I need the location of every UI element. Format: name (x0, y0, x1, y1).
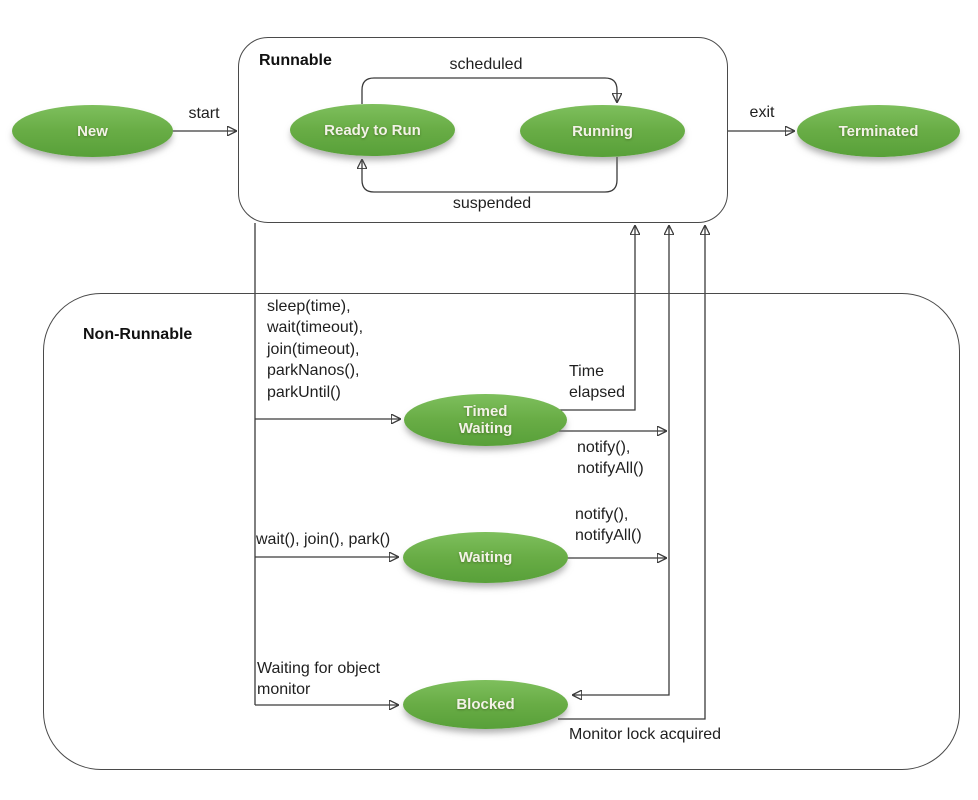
arrow-time-elapsed (556, 226, 635, 411)
line-notify-down-to-blocked (573, 431, 670, 695)
state-ready-to-run-label: Ready to Run (324, 121, 421, 139)
state-terminated: Terminated (797, 105, 960, 157)
arrow-monitor-lock-acquired (558, 226, 705, 720)
transition-label-scheduled: scheduled (449, 56, 523, 73)
state-new-label: New (77, 122, 108, 140)
transition-label-time-elapsed: Time elapsed (569, 363, 626, 401)
arrow-suspended (362, 157, 618, 193)
transition-label-exit: exit (749, 104, 775, 121)
transition-label-to-timed-waiting: sleep(time), wait(timeout), join(timeout… (267, 298, 364, 401)
state-running: Running (520, 105, 685, 157)
state-ready-to-run: Ready to Run (290, 104, 455, 156)
transition-label-to-waiting: wait(), join(), park() (256, 531, 391, 548)
transition-label-waiting-notify: notify(), notifyAll() (575, 506, 642, 544)
state-timed-waiting-label-line1: Timed (463, 403, 508, 420)
transition-label-to-blocked: Waiting for object monitor (257, 660, 381, 698)
arrow-scheduled (361, 77, 617, 104)
state-timed-waiting-label-line2: Waiting (458, 420, 513, 437)
transition-label-suspended: suspended (452, 195, 532, 212)
transition-label-timed-notify: notify(), notifyAll() (577, 439, 644, 477)
state-timed-waiting: Timed Waiting (404, 394, 567, 446)
state-waiting-label: Waiting (458, 549, 513, 566)
state-blocked-label: Blocked (456, 696, 515, 713)
runnable-group (238, 37, 728, 223)
non-runnable-group-label: Non-Runnable (83, 326, 193, 343)
state-running-label: Running (572, 122, 633, 140)
state-waiting: Waiting (403, 532, 568, 583)
state-terminated-label: Terminated (838, 122, 919, 140)
state-new: New (12, 105, 173, 157)
transition-label-start: start (188, 105, 220, 122)
transition-label-monitor-lock-acquired: Monitor lock acquired (569, 726, 722, 743)
non-runnable-group (43, 293, 960, 770)
state-blocked: Blocked (403, 680, 568, 729)
runnable-group-label: Runnable (259, 52, 332, 69)
